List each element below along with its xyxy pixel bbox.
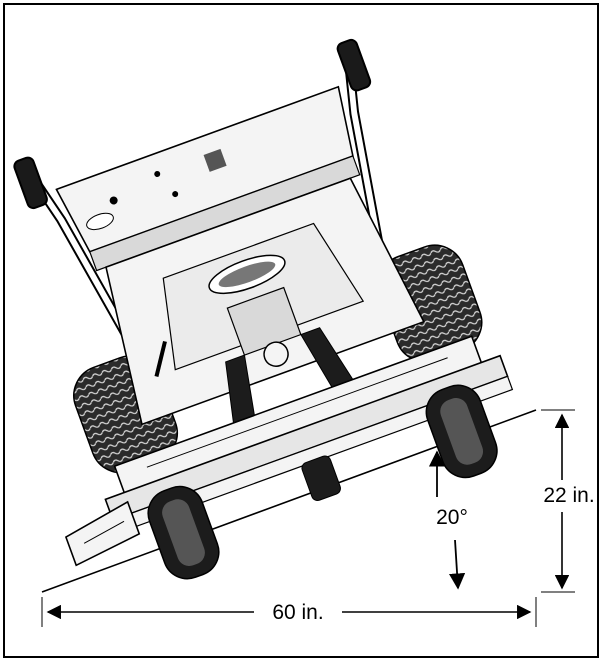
- engine-hood: [105, 177, 425, 426]
- left-caster-wheel: [147, 485, 220, 580]
- run-dimension: [41, 597, 537, 627]
- mower-illustration: [13, 38, 514, 580]
- discharge-chute: [64, 500, 141, 567]
- run-label: 60 in.: [272, 601, 323, 624]
- angle-indicator: [428, 450, 466, 590]
- rise-label: 22 in.: [543, 484, 594, 507]
- control-console: [55, 85, 361, 272]
- angle-label: 20°: [436, 506, 468, 529]
- rise-dimension: [541, 409, 575, 593]
